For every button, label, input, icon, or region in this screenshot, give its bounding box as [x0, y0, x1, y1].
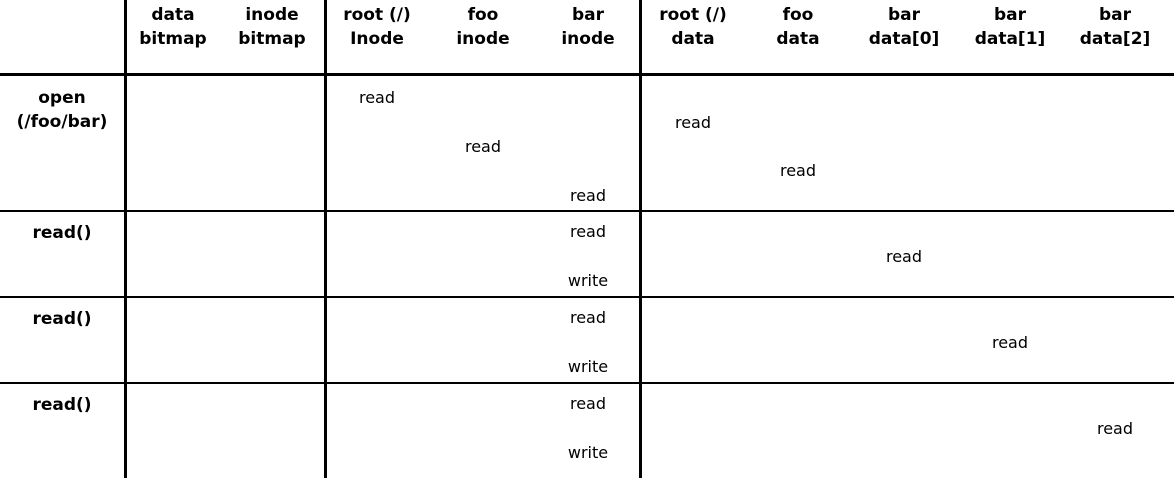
column-header-bar-inode: bar inode [561, 5, 615, 49]
op-cell-foo-data-read: read [779, 161, 817, 180]
op-cell-foo-inode-read: read [464, 137, 502, 156]
op-cell-bar-data-1-read: read [991, 333, 1029, 352]
column-header-foo-inode: foo inode [456, 5, 510, 49]
op-cell-bar-inode-read: read [569, 394, 607, 413]
op-cell-bar-data-2-read: read [1096, 419, 1134, 438]
op-cell-bar-inode-read: read [569, 186, 607, 205]
column-header-root-data: root (/) data [659, 5, 727, 49]
op-cell-bar-inode-read: read [569, 308, 607, 327]
row-label-open: open (/foo/bar) [16, 88, 108, 132]
row-label-read-2: read() [32, 309, 92, 329]
vertical-rule-inode-group [639, 0, 642, 478]
op-cell-root-data-read: read [674, 113, 712, 132]
vertical-rule-label-column [124, 0, 127, 478]
column-header-root-inode: root (/) Inode [343, 5, 411, 49]
column-header-bar-data-2: bar data[2] [1079, 5, 1151, 49]
op-cell-root-inode-read: read [358, 88, 396, 107]
op-cell-bar-data-0-read: read [885, 247, 923, 266]
horizontal-rule-header [0, 73, 1174, 76]
column-header-bar-data-0: bar data[0] [868, 5, 940, 49]
row-label-read-1: read() [32, 223, 92, 243]
horizontal-rule-row-1 [0, 210, 1174, 212]
op-cell-bar-inode-write: write [567, 271, 609, 290]
column-header-bar-data-1: bar data[1] [974, 5, 1046, 49]
horizontal-rule-row-3 [0, 382, 1174, 384]
vertical-rule-bitmap-group [324, 0, 327, 478]
column-header-foo-data: foo data [776, 5, 820, 49]
column-header-data-bitmap: data bitmap [139, 5, 207, 49]
op-cell-bar-inode-read: read [569, 222, 607, 241]
row-label-read-3: read() [32, 395, 92, 415]
op-cell-bar-inode-write: write [567, 357, 609, 376]
op-cell-bar-inode-write: write [567, 443, 609, 462]
column-header-inode-bitmap: inode bitmap [238, 5, 306, 49]
horizontal-rule-row-2 [0, 296, 1174, 298]
